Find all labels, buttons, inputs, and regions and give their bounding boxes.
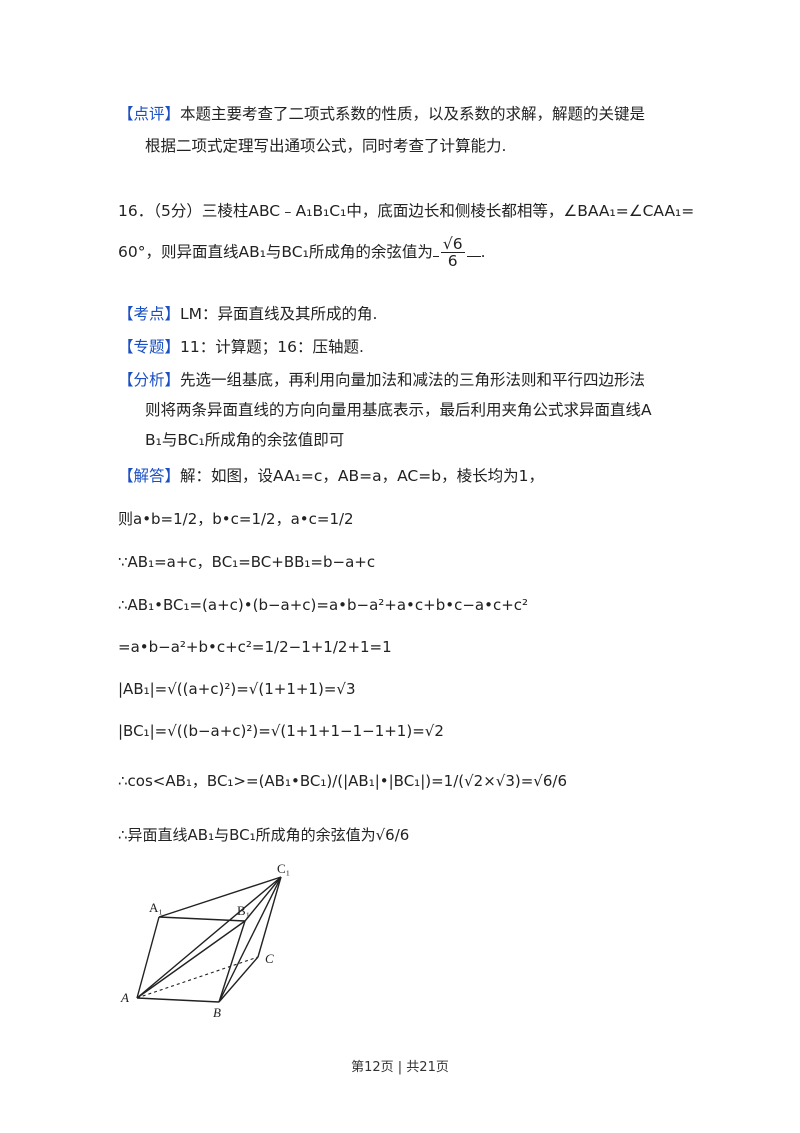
comment-text-1: 本题主要考查了二项式系数的性质，以及系数的求解，解题的关键是	[180, 105, 646, 123]
step-5: |AB₁|=√((a+c)²)=√(1+1+1)=√3	[118, 680, 356, 698]
zhuanti-line: 【专题】11：计算题；16：压轴题.	[118, 337, 364, 357]
diag-b-c1	[218, 876, 282, 1003]
fenxi-line-1: 【分析】先选一组基底，再利用向量加法和减法的三角形法则和平行四边形法	[118, 370, 645, 390]
edge-b1-c1	[244, 876, 282, 922]
edge-a1-b1	[158, 916, 246, 922]
comment-line-2: 根据二项式定理写出通项公式，同时考查了计算能力.	[145, 137, 507, 155]
comment-line-1: 【点评】本题主要考查了二项式系数的性质，以及系数的求解，解题的关键是	[118, 104, 645, 124]
diag-a-b1	[136, 920, 246, 999]
kaodian-tag: 【考点】	[118, 305, 181, 323]
fenxi-text-1: 先选一组基底，再利用向量加法和减法的三角形法则和平行四边形法	[180, 371, 646, 389]
problem-line-1: 16．（5分）三棱柱ABC﹣A₁B₁C₁中，底面边长和侧棱长都相等，∠BAA₁=…	[118, 202, 695, 220]
comment-tag: 【点评】	[118, 105, 181, 123]
label-b: B	[213, 1005, 221, 1020]
label-c: C	[265, 951, 274, 966]
step-7: ∴cos<AB₁，BC₁>=(AB₁•BC₁)/(|AB₁|•|BC₁|)=1/…	[118, 772, 568, 790]
edge-b-b1	[218, 920, 246, 1003]
jieda-tag: 【解答】	[118, 467, 181, 485]
step-8: ∴异面直线AB₁与BC₁所成角的余弦值为√6/6	[118, 826, 410, 844]
kaodian-text: LM：异面直线及其所成的角.	[180, 305, 378, 323]
kaodian-line: 【考点】LM：异面直线及其所成的角.	[118, 304, 377, 324]
jieda-line: 【解答】解：如图，设AA₁=c，AB=a，AC=b，棱长均为1，	[118, 466, 544, 486]
label-a: A	[120, 990, 129, 1005]
zhuanti-tag: 【专题】	[118, 338, 181, 356]
fenxi-line-2: 则将两条异面直线的方向向量用基底表示，最后利用夹角公式求异面直线A	[145, 401, 652, 419]
step-4: =a•b−a²+b•c+c²=1/2−1+1/2+1=1	[118, 638, 392, 656]
page-footer: 第12页 | 共21页	[351, 1060, 449, 1075]
step-6: |BC₁|=√((b−a+c)²)=√(1+1+1−1−1+1)=√2	[118, 722, 444, 740]
fenxi-line-3: B₁与BC₁所成角的余弦值即可	[145, 431, 345, 449]
prism-figure: A₁ B₁ C₁ A B C	[120, 861, 290, 1020]
label-a1: A₁	[149, 900, 163, 915]
label-b1: B₁	[237, 903, 250, 918]
jieda-text: 解：如图，设AA₁=c，AB=a，AC=b，棱长均为1，	[180, 467, 544, 485]
edge-a1-c1	[158, 876, 282, 918]
step-2: ∵AB₁=a+c，BC₁=BC+BB₁=b−a+c	[118, 553, 376, 571]
problem-text: 60°，则异面直线AB₁与BC₁所成角的余弦值为	[118, 243, 433, 261]
label-c1: C₁	[277, 861, 290, 876]
diag-a-c1	[136, 876, 282, 999]
edge-b-c	[218, 956, 259, 1003]
step-3: ∴AB₁•BC₁=(a+c)•(b−a+c)=a•b−a²+a•c+b•c−a•…	[118, 596, 529, 614]
edge-c-c1	[257, 876, 282, 958]
edge-a-a1	[136, 916, 160, 999]
zhuanti-text: 11：计算题；16：压轴题.	[180, 338, 364, 356]
step-1: 则a•b=1/2，b•c=1/2，a•c=1/2	[118, 510, 354, 528]
fenxi-tag: 【分析】	[118, 371, 181, 389]
edge-a-b	[136, 997, 220, 1003]
